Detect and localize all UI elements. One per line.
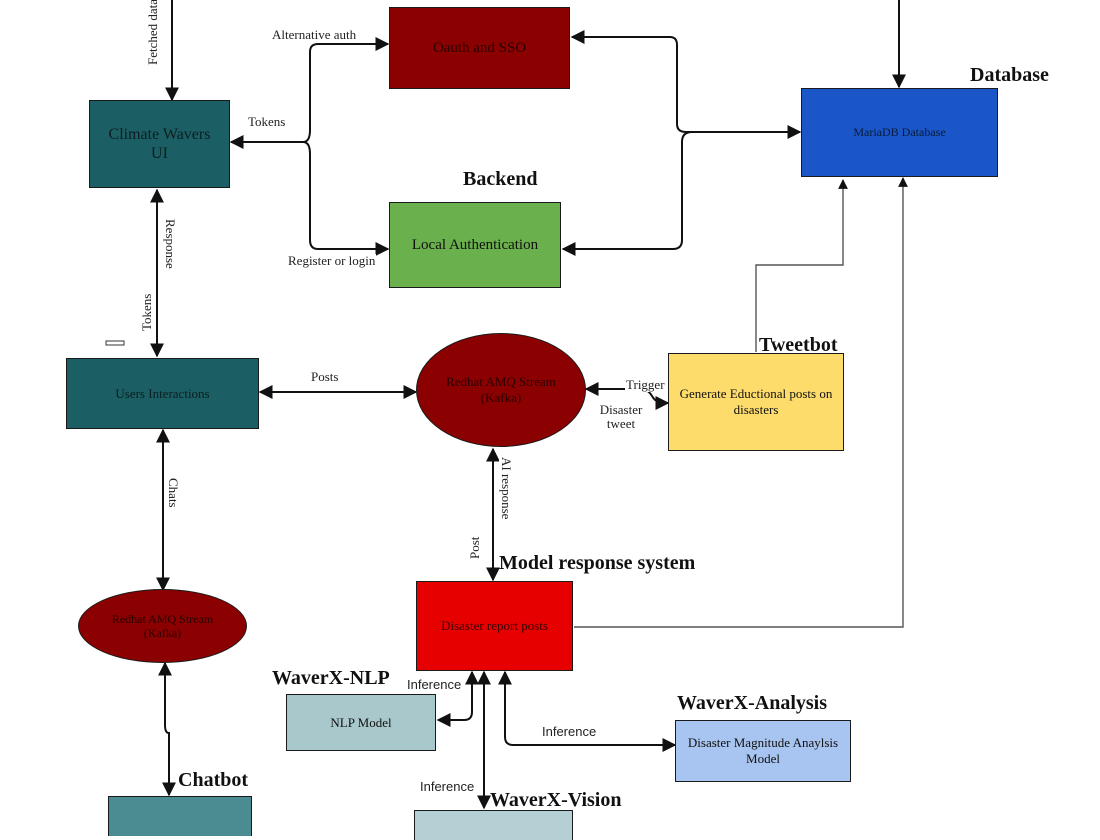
section-title-tweetbot: Tweetbot bbox=[759, 334, 838, 356]
section-title-chatbot: Chatbot bbox=[178, 769, 249, 791]
edge-fork-local bbox=[302, 141, 390, 256]
climate-ui-label: Climate Wavers UI bbox=[108, 125, 211, 162]
mariadb-node[interactable]: MariaDB Database bbox=[801, 88, 998, 177]
local-auth-node[interactable]: Local Authentication bbox=[389, 202, 561, 288]
label-register-login: Register or login bbox=[287, 253, 377, 269]
edge-oauth-db bbox=[570, 30, 802, 139]
users-interactions-label: Users Interactions bbox=[115, 385, 210, 401]
chatbot-node[interactable] bbox=[108, 796, 252, 836]
edge-posts-magnitude bbox=[498, 670, 677, 752]
label-ai-response: AI response bbox=[498, 456, 514, 521]
climate-ui-node[interactable]: Climate Wavers UI bbox=[89, 100, 230, 188]
label-trigger: Trigger bbox=[625, 377, 666, 393]
oauth-sso-label: Oauth and SSO bbox=[432, 40, 527, 56]
section-title-database: Database bbox=[970, 64, 1049, 86]
edge-local-db bbox=[561, 131, 800, 256]
edge-chat-chatbot bbox=[158, 661, 176, 797]
amq-main-label: Redhat AMQ Stream (Kafka) bbox=[446, 374, 556, 405]
disaster-posts-label: Disaster report posts bbox=[441, 618, 548, 634]
magnitude-model-label: Disaster Magnitude Anaylsis Model bbox=[687, 735, 839, 766]
label-alternative-auth: Alternative auth bbox=[271, 27, 358, 43]
edge-tweetbot-db bbox=[755, 179, 848, 352]
section-title-backend: Backend bbox=[463, 168, 538, 190]
label-post: Post bbox=[467, 535, 483, 560]
section-title-model-response: Model response system bbox=[499, 552, 696, 574]
disaster-posts-node[interactable]: Disaster report posts bbox=[416, 581, 573, 671]
nlp-model-label: NLP Model bbox=[330, 714, 392, 730]
section-title-waverx-nlp: WaverX-NLP bbox=[272, 667, 390, 689]
label-fetched-data: Fetched data bbox=[145, 0, 161, 66]
label-posts: Posts bbox=[310, 369, 340, 385]
label-chats: Chats bbox=[165, 477, 181, 509]
magnitude-model-node[interactable]: Disaster Magnitude Anaylsis Model bbox=[675, 720, 851, 782]
label-disaster-tweet: Disaster tweet bbox=[599, 402, 643, 432]
users-interactions-node[interactable]: Users Interactions bbox=[66, 358, 259, 429]
resize-handle bbox=[105, 340, 125, 346]
label-response: Response bbox=[162, 218, 178, 270]
edge-posts-db bbox=[574, 177, 908, 628]
oauth-sso-node[interactable]: Oauth and SSO bbox=[389, 7, 570, 89]
amq-chat-node[interactable]: Redhat AMQ Stream (Kafka) bbox=[78, 589, 247, 663]
tweetbot-generator-label: Generate Eductional posts on disasters bbox=[679, 386, 833, 417]
tweetbot-generator-node[interactable]: Generate Eductional posts on disasters bbox=[668, 353, 844, 451]
label-tokens-top: Tokens bbox=[247, 114, 287, 130]
amq-main-node[interactable]: Redhat AMQ Stream (Kafka) bbox=[416, 333, 586, 447]
edge-posts-nlp bbox=[436, 670, 479, 727]
section-title-waverx-analysis: WaverX-Analysis bbox=[677, 692, 827, 714]
mariadb-label: MariaDB Database bbox=[853, 125, 946, 140]
nlp-model-node[interactable]: NLP Model bbox=[286, 694, 436, 751]
amq-chat-label: Redhat AMQ Stream (Kafka) bbox=[111, 611, 214, 640]
vision-model-node[interactable] bbox=[414, 810, 573, 840]
local-auth-label: Local Authentication bbox=[411, 237, 539, 253]
label-inference-vision: Inference bbox=[419, 779, 476, 795]
label-inference-analysis: Inference bbox=[541, 724, 598, 740]
section-title-waverx-vision: WaverX-Vision bbox=[490, 789, 622, 811]
edge-fork-oauth bbox=[302, 37, 390, 143]
label-tokens-side: Tokens bbox=[139, 292, 155, 332]
label-inference-nlp: Inference bbox=[406, 677, 463, 693]
